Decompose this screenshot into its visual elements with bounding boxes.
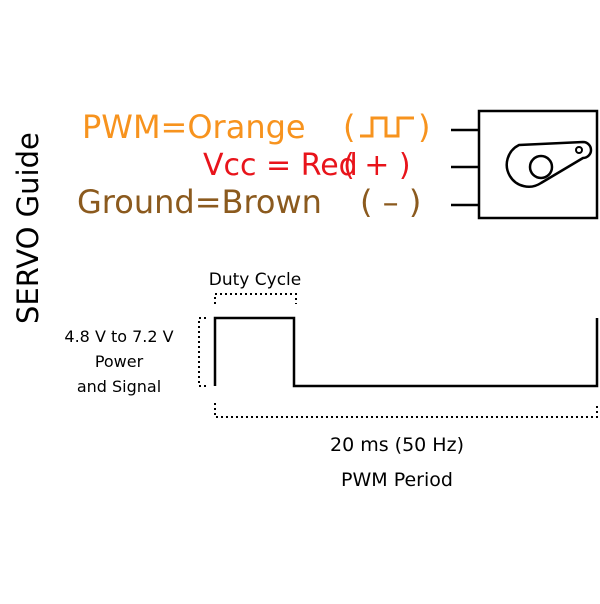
period-name-label: PWM Period [341,469,453,491]
wire-label-pwm: PWM=Orange [82,108,306,146]
voltage-signal-label: and Signal [77,377,161,396]
voltage-power-label: Power [95,352,144,371]
wire-symbol-ground: ( – ) [360,183,421,221]
servo-horn-icon [505,140,593,188]
wire-symbol-pwm-close: ) [418,108,430,146]
period-bracket [214,403,598,418]
pwm-waveform [213,316,599,388]
duty-cycle-label: Duty Cycle [209,270,301,290]
duty-cycle-bracket [214,293,297,304]
voltage-bracket [198,317,206,387]
wire-symbol-pwm-open: ( [343,108,355,146]
voltage-range-label: 4.8 V to 7.2 V [64,327,173,346]
page-title: SERVO Guide [11,132,45,324]
wire-label-ground: Ground=Brown [77,183,322,221]
wire-symbol-vcc: ( + ) [343,148,411,183]
period-frequency-label: 20 ms (50 Hz) [330,434,464,456]
square-wave-icon [360,116,414,138]
wire-label-vcc: Vcc = Red [203,148,358,183]
